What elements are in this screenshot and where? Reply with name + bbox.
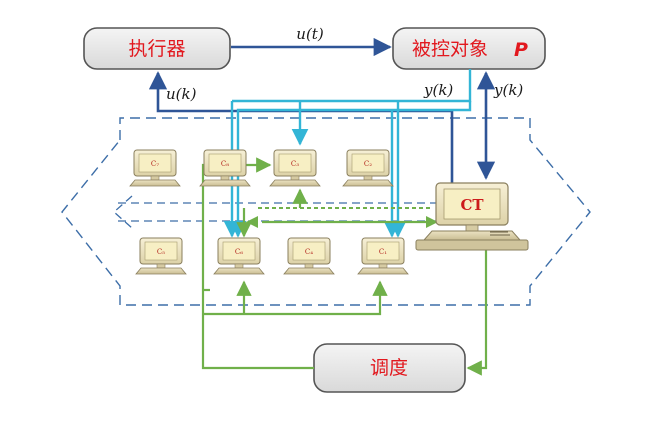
u-t-label: u(t): [296, 25, 324, 43]
controller-label: CT: [460, 196, 484, 214]
plant-box: 被控对象 P: [392, 27, 546, 70]
computer-node: C₇: [129, 149, 181, 187]
actuator-label: 执行器: [128, 38, 185, 60]
computer-node: C₆: [213, 237, 265, 275]
scheduler-label: 调度: [370, 357, 408, 379]
computer-node: C₅: [135, 237, 187, 275]
y-k-right-label: y(k): [493, 81, 523, 99]
scheduler-box: 调度: [313, 343, 466, 393]
computer-node: C₈: [199, 149, 251, 187]
actuator-box: 执行器: [83, 27, 231, 70]
computer-node: C₄: [283, 237, 335, 275]
computer-label: C₅: [157, 248, 165, 256]
plant-label: 被控对象: [412, 38, 488, 60]
network-boundary: [61, 117, 591, 306]
controller-computer: CT: [415, 182, 529, 251]
network-direction-arrow: [113, 195, 437, 229]
computer-node: C₂: [342, 149, 394, 187]
computer-label: C₇: [151, 160, 159, 168]
computer-label: C₃: [291, 160, 299, 168]
computer-nodes: C₇ C₈ C₃ C₂ C₅ C₆ C₄ C₁: [129, 149, 409, 275]
u-k-label: u(k): [166, 85, 197, 103]
plant-symbol: P: [514, 39, 528, 61]
green-network-heads: [246, 216, 438, 228]
computer-label: C₆: [235, 248, 243, 256]
y-k-left-label: y(k): [423, 81, 453, 99]
computer-label: C₈: [221, 160, 229, 168]
computer-label: C₂: [364, 160, 372, 168]
computer-node: C₃: [269, 149, 321, 187]
computer-label: C₁: [379, 248, 387, 256]
computer-node: C₁: [357, 237, 409, 275]
computer-label: C₄: [305, 248, 313, 256]
